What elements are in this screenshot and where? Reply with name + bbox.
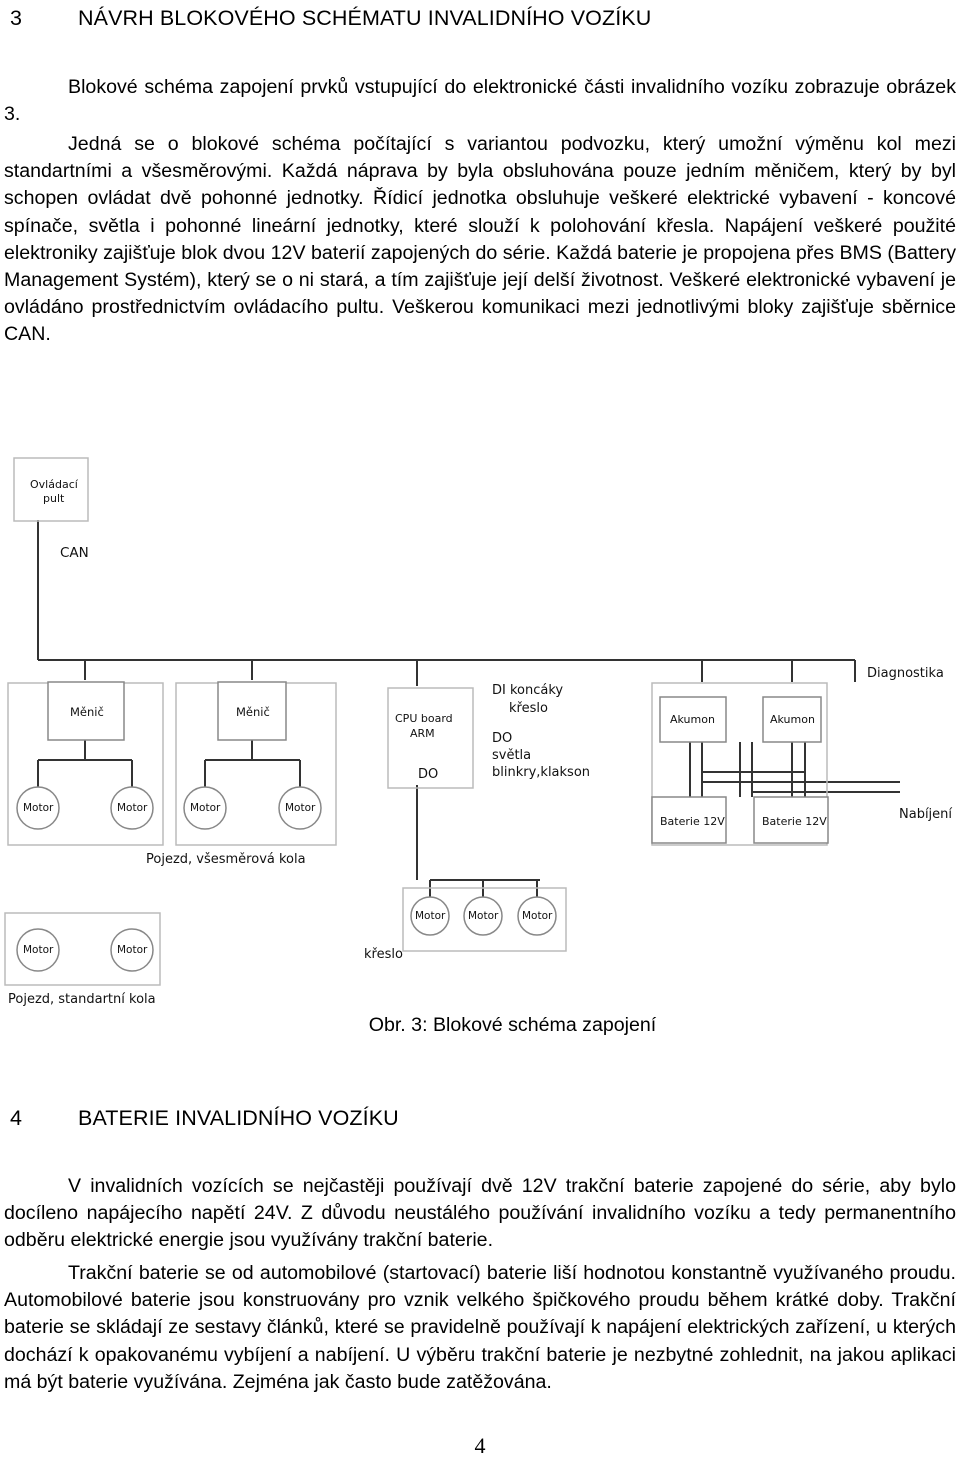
accumulator-label: Akumon	[770, 713, 815, 726]
motor-label: Motor	[117, 944, 148, 956]
omni-wheels-label: Pojezd, všesměrová kola	[146, 852, 306, 867]
motor-label: Motor	[23, 802, 54, 814]
battery-label: Baterie 12V	[762, 815, 827, 828]
inverter-2-label: Měnič	[236, 705, 270, 719]
control-panel-label-2: pult	[43, 492, 65, 505]
inverter-1-label: Měnič	[70, 705, 104, 719]
section-4-heading: 4 BATERIE INVALIDNÍHO VOZÍKU	[10, 1106, 399, 1131]
do-short-label: DO	[418, 767, 438, 782]
accumulator-label: Akumon	[670, 713, 715, 726]
section-3-heading: 3 NÁVRH BLOKOVÉHO SCHÉMATU INVALIDNÍHO VO…	[10, 6, 651, 31]
do-label-2: světla	[492, 748, 531, 763]
battery-label: Baterie 12V	[660, 815, 725, 828]
section-4-paragraph-1: V invalidních vozících se nejčastěji pou…	[4, 1175, 956, 1252]
di-label-1: DI koncáky	[492, 683, 563, 698]
di-label-2: křeslo	[509, 701, 548, 716]
cpu-label-1: CPU board	[395, 712, 453, 725]
section-3-title: NÁVRH BLOKOVÉHO SCHÉMATU INVALIDNÍHO VOZ…	[78, 6, 652, 30]
control-panel-label-1: Ovládací	[30, 478, 79, 491]
motor-label: Motor	[468, 910, 499, 922]
section-4-number: 4	[10, 1106, 23, 1130]
section-3-number: 3	[10, 6, 23, 30]
do-label-1: DO	[492, 731, 512, 746]
can-bus-label: CAN	[60, 545, 89, 561]
diagnostics-label: Diagnostika	[867, 666, 944, 681]
section-4-paragraph-2: Trakční baterie se od automobilové (star…	[4, 1262, 956, 1393]
motor-label: Motor	[23, 944, 54, 956]
figure-caption: Obr. 3: Blokové schéma zapojení	[368, 1014, 657, 1036]
charging-label: Nabíjení	[899, 807, 952, 822]
motor-label: Motor	[285, 802, 316, 814]
section-3-paragraph-2: Jedná se o blokové schéma počítající s v…	[4, 133, 956, 346]
block-diagram: Ovládací pult CAN Měnič Měnič Motor Moto…	[4, 457, 952, 1007]
cpu-label-2: ARM	[410, 727, 435, 740]
section-3-paragraph-1: Blokové schéma zapojení prvků vstupující…	[4, 76, 956, 126]
motor-label: Motor	[190, 802, 221, 814]
standard-wheels-label: Pojezd, standartní kola	[8, 992, 156, 1007]
motor-label: Motor	[415, 910, 446, 922]
seat-label: křeslo	[364, 947, 403, 962]
do-label-3: blinkry,klakson	[492, 765, 590, 780]
page-number: 4	[474, 1433, 486, 1458]
motor-label: Motor	[522, 910, 553, 922]
motor-label: Motor	[117, 802, 148, 814]
section-4-title: BATERIE INVALIDNÍHO VOZÍKU	[78, 1106, 399, 1130]
